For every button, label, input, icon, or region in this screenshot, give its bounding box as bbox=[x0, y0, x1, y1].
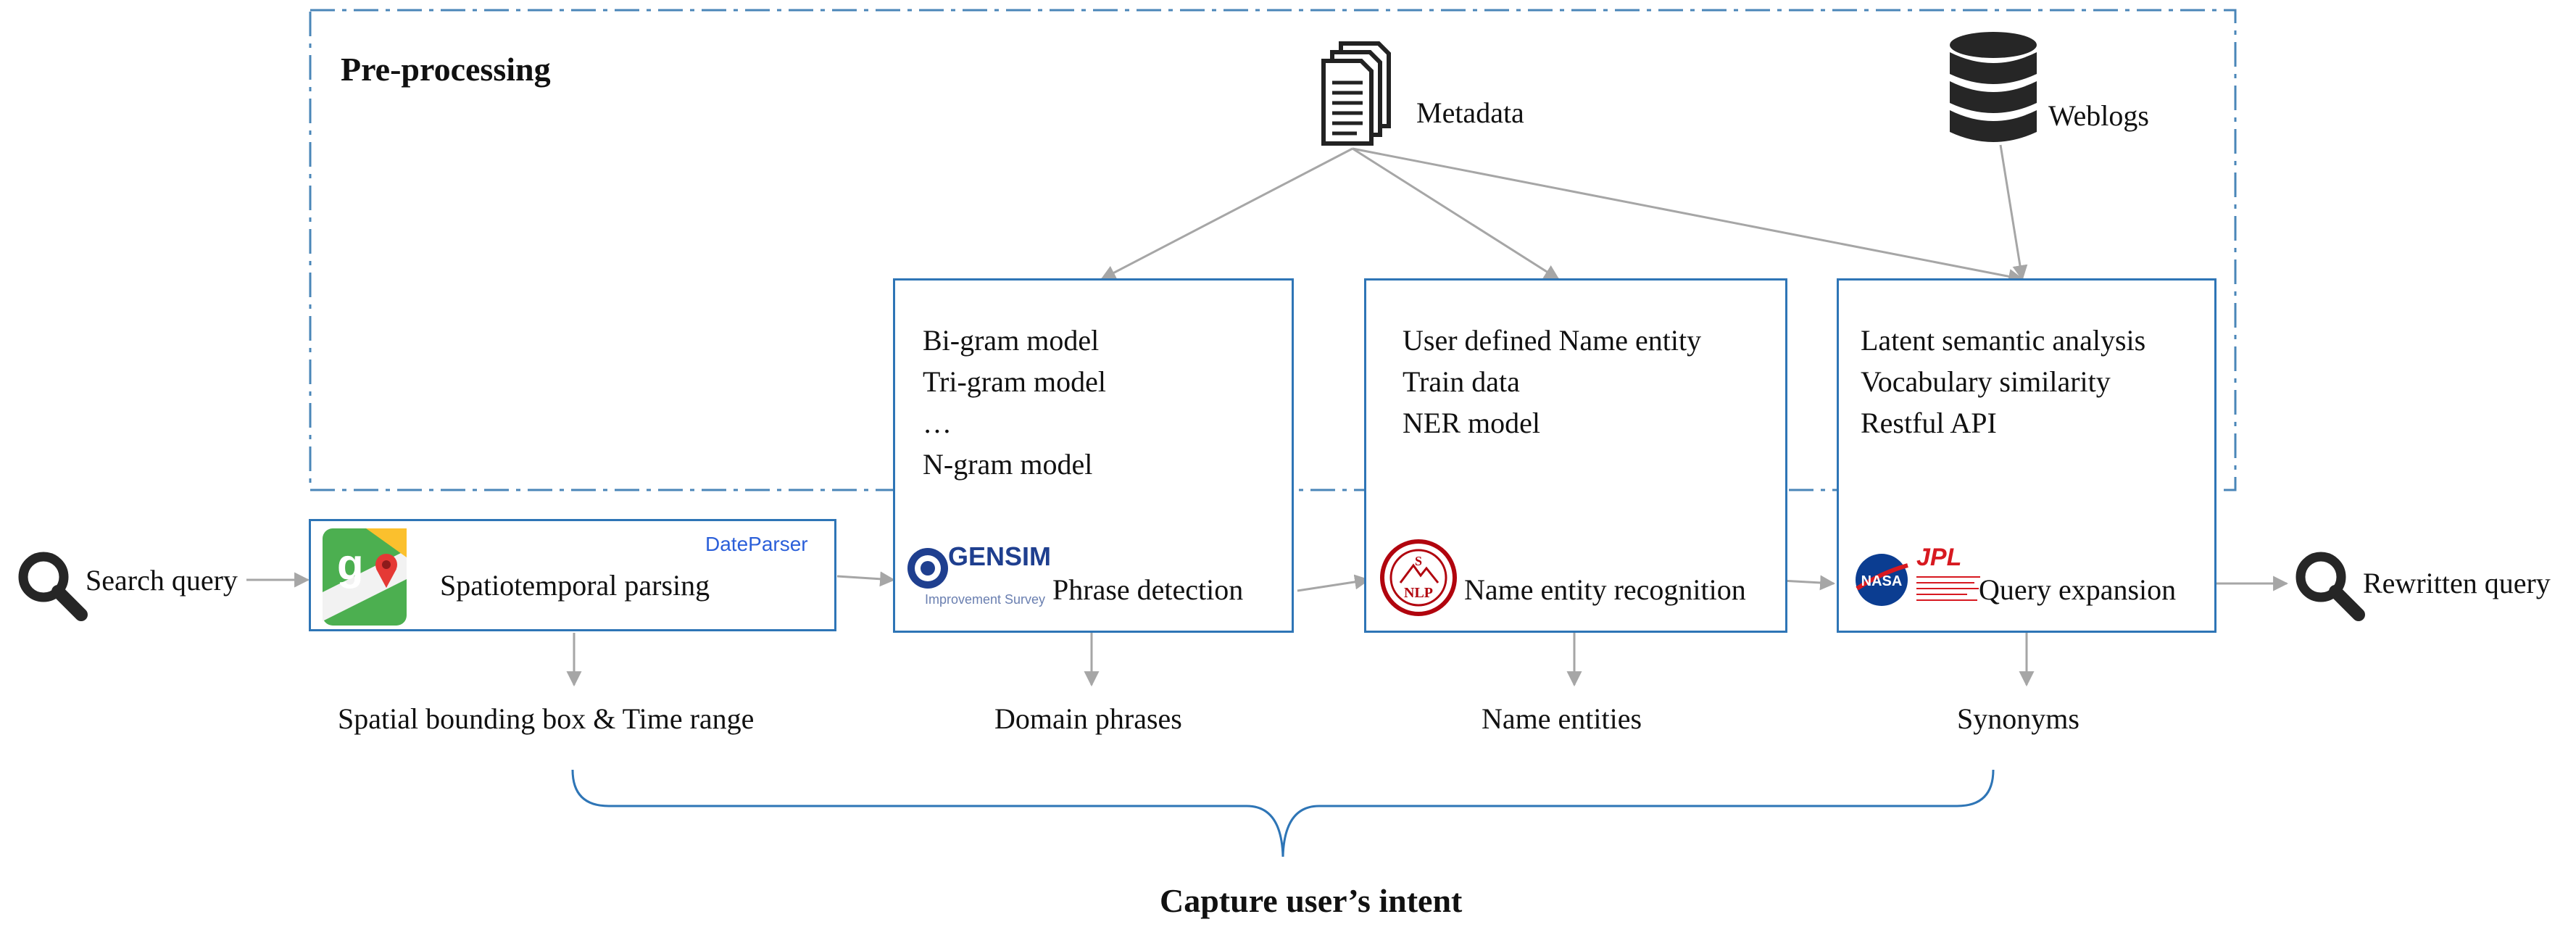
metadata-to-expansion-arrow bbox=[1352, 147, 2024, 284]
weblogs-to-expansion-arrow bbox=[1999, 144, 2028, 281]
detail-line: N-gram model bbox=[923, 448, 1093, 481]
phrase-to-ner-arrow bbox=[1297, 574, 1371, 592]
metadata-to-ner-arrow bbox=[1352, 147, 1560, 281]
stanford-nlp-logo: S NLP bbox=[1380, 539, 1457, 616]
ner-detail-box: User defined Name entity Train data NER … bbox=[1364, 278, 1787, 633]
detail-line: User defined Name entity bbox=[1403, 324, 1702, 357]
jpl-logo: JPL bbox=[1916, 544, 1962, 571]
parsing-to-phrase-arrow bbox=[836, 571, 896, 587]
spatiotemporal-parsing-box: g DateParser Spatiotemporal parsing bbox=[309, 519, 836, 631]
phrase-result: Domain phrases bbox=[994, 702, 1182, 735]
search-query-label: Search query bbox=[86, 564, 238, 597]
parsing-result: Spatial bounding box & Time range bbox=[338, 702, 755, 735]
database-icon bbox=[1950, 32, 2037, 142]
weblogs-label: Weblogs bbox=[2048, 99, 2149, 132]
detail-line: NER model bbox=[1403, 407, 1540, 439]
nasa-logo-text: NASA bbox=[1861, 573, 1903, 589]
detail-line: Tri-gram model bbox=[923, 365, 1106, 398]
ner-result: Name entities bbox=[1482, 702, 1642, 735]
svg-text:S: S bbox=[1415, 554, 1422, 568]
search-icon bbox=[2295, 552, 2365, 621]
google-maps-logo: g bbox=[323, 528, 407, 626]
detail-line: … bbox=[923, 407, 952, 439]
stage-title: Spatiotemporal parsing bbox=[440, 569, 710, 602]
rewritten-query-label: Rewritten query bbox=[2363, 567, 2551, 599]
search-icon bbox=[18, 552, 88, 621]
svg-text:g: g bbox=[337, 540, 364, 589]
nasa-logo: NASA bbox=[1856, 554, 1908, 606]
detail-line: Bi-gram model bbox=[923, 324, 1100, 357]
stage-title: Query expansion bbox=[1979, 573, 2177, 606]
detail-line: Train data bbox=[1403, 365, 1520, 398]
nlp-logo-text: NLP bbox=[1404, 585, 1433, 601]
phrase-detail-box: Bi-gram model Tri-gram model … N-gram mo… bbox=[893, 278, 1294, 633]
metadata-label: Metadata bbox=[1416, 96, 1524, 129]
jpl-fine-print bbox=[1916, 576, 1980, 601]
capture-intent-label: Capture user’s intent bbox=[1160, 882, 1463, 919]
documents-icon bbox=[1321, 41, 1391, 146]
gensim-logo bbox=[907, 548, 948, 589]
detail-line: Restful API bbox=[1861, 407, 1997, 439]
stage-title: Phrase detection bbox=[1052, 573, 1244, 606]
metadata-to-phrase-arrow bbox=[1100, 147, 1353, 281]
detail-line: Vocabulary similarity bbox=[1861, 365, 2111, 398]
dateparser-logo: DateParser bbox=[705, 533, 808, 555]
stage-title: Name entity recognition bbox=[1464, 573, 1746, 606]
intent-brace bbox=[571, 769, 1995, 857]
gensim-logo-subtext: Improvement Survey bbox=[925, 592, 1046, 607]
expansion-result: Synonyms bbox=[1957, 702, 2080, 735]
detail-line: Latent semantic analysis bbox=[1861, 324, 2146, 357]
gensim-logo-text: GENSIM bbox=[948, 541, 1052, 571]
preprocessing-title: Pre-processing bbox=[341, 51, 551, 88]
